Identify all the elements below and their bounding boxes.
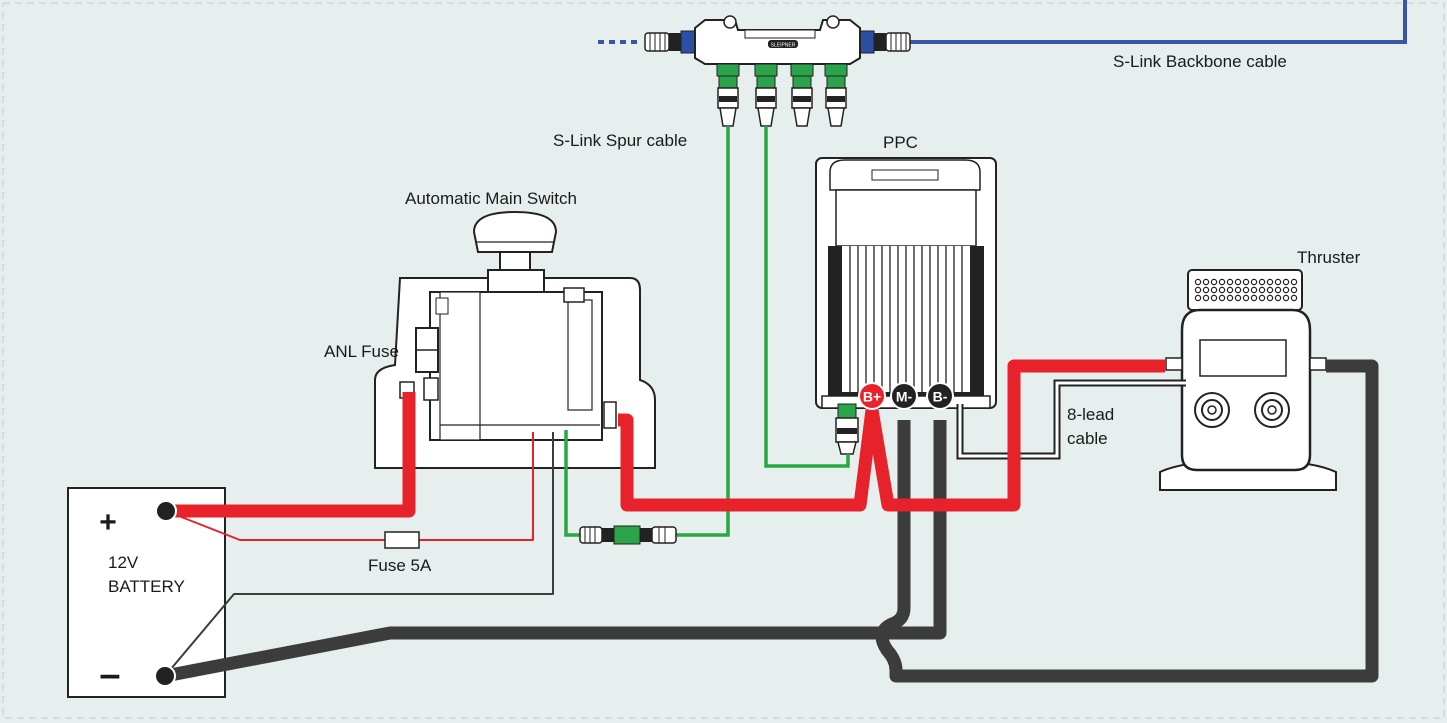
eight-lead-cable [956,379,1186,460]
battery-voltage-label: 12V [108,553,139,572]
ppc-terminals: B+ M- B- [858,382,954,410]
inline-spur-connector [579,525,677,545]
battery-name-label: BATTERY [108,577,185,596]
fuse-5a-label: Fuse 5A [368,556,432,575]
slink-backbone-label: S-Link Backbone cable [1113,52,1287,71]
fuse-5a [384,531,420,549]
eight-lead-label-line2: cable [1067,429,1108,448]
slink-hub: SLEIPNER [644,15,911,65]
terminal-b-minus-label: B- [933,389,948,405]
hub-brand-label: SLEIPNER [771,43,796,49]
main-switch-label: Automatic Main Switch [405,189,577,208]
ppc-label: PPC [883,133,918,152]
thruster [1159,269,1337,491]
battery-positive-terminal [155,500,177,522]
slink-spur-cables [564,126,850,537]
terminal-m-minus [890,382,918,410]
battery-negative-terminal [154,665,176,687]
terminal-b-plus [858,382,886,410]
thruster-label: Thruster [1297,248,1361,267]
slink-spur-label: S-Link Spur cable [553,131,687,150]
terminal-m-minus-label: M- [896,389,913,405]
battery-plus-sign: + [99,506,117,539]
negative-cables [163,359,1379,683]
hub-drop-connectors [716,63,848,127]
battery-minus-sign: – [99,654,120,696]
terminal-b-minus [926,382,954,410]
terminal-b-plus-label: B+ [863,389,881,405]
slink-backbone-cable [598,0,1407,44]
eight-lead-label-line1: 8-lead [1067,405,1114,424]
anl-fuse-label: ANL Fuse [324,342,399,361]
